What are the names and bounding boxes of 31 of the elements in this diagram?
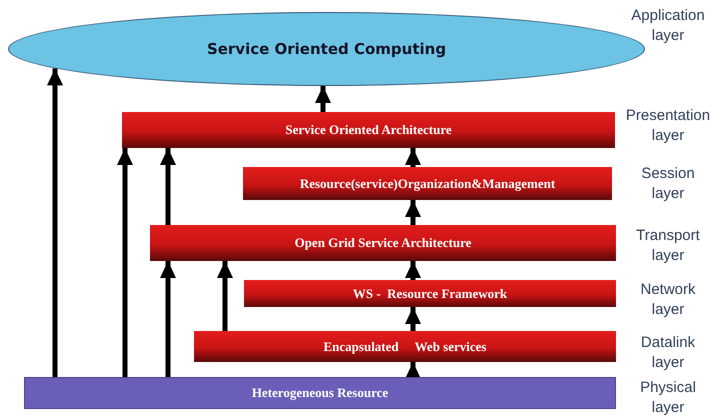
layer-label: Datalink layer <box>640 333 696 373</box>
arrow <box>217 261 233 331</box>
layer-bar <box>194 331 616 362</box>
arrow <box>405 261 421 280</box>
layer-bar <box>150 225 616 261</box>
node-label: Service Oriented Architecture <box>285 122 452 138</box>
arrow <box>405 200 421 225</box>
arrow <box>405 362 421 379</box>
arrow <box>160 261 176 377</box>
layer-label: Network layer <box>640 280 696 320</box>
arrow <box>405 307 421 331</box>
arrow <box>160 148 176 225</box>
arrow <box>117 148 133 377</box>
arrow <box>47 68 63 377</box>
layer-label: Transport layer <box>636 226 700 266</box>
layer-label: Application layer <box>631 6 705 46</box>
layer-label: Session layer <box>641 164 695 204</box>
layer-label: Presentation layer <box>626 106 710 146</box>
node-label: Encapsulated Web services <box>324 338 486 354</box>
layer-bar <box>122 112 615 148</box>
node-label: Resource(service)Organization&Management <box>300 176 556 192</box>
layer-bar <box>24 377 616 409</box>
node-label: Service Oriented Computing <box>206 40 446 58</box>
node-label: WS - Resource Framework <box>352 286 508 302</box>
layer-label: Physical layer <box>640 378 696 418</box>
node-label: Open Grid Service Architecture <box>294 235 472 251</box>
layer-bar <box>244 280 616 307</box>
node-label: Heterogeneous Resource <box>252 385 388 401</box>
arrow <box>405 148 421 167</box>
arrow <box>315 86 331 112</box>
layer-bar <box>243 167 612 200</box>
